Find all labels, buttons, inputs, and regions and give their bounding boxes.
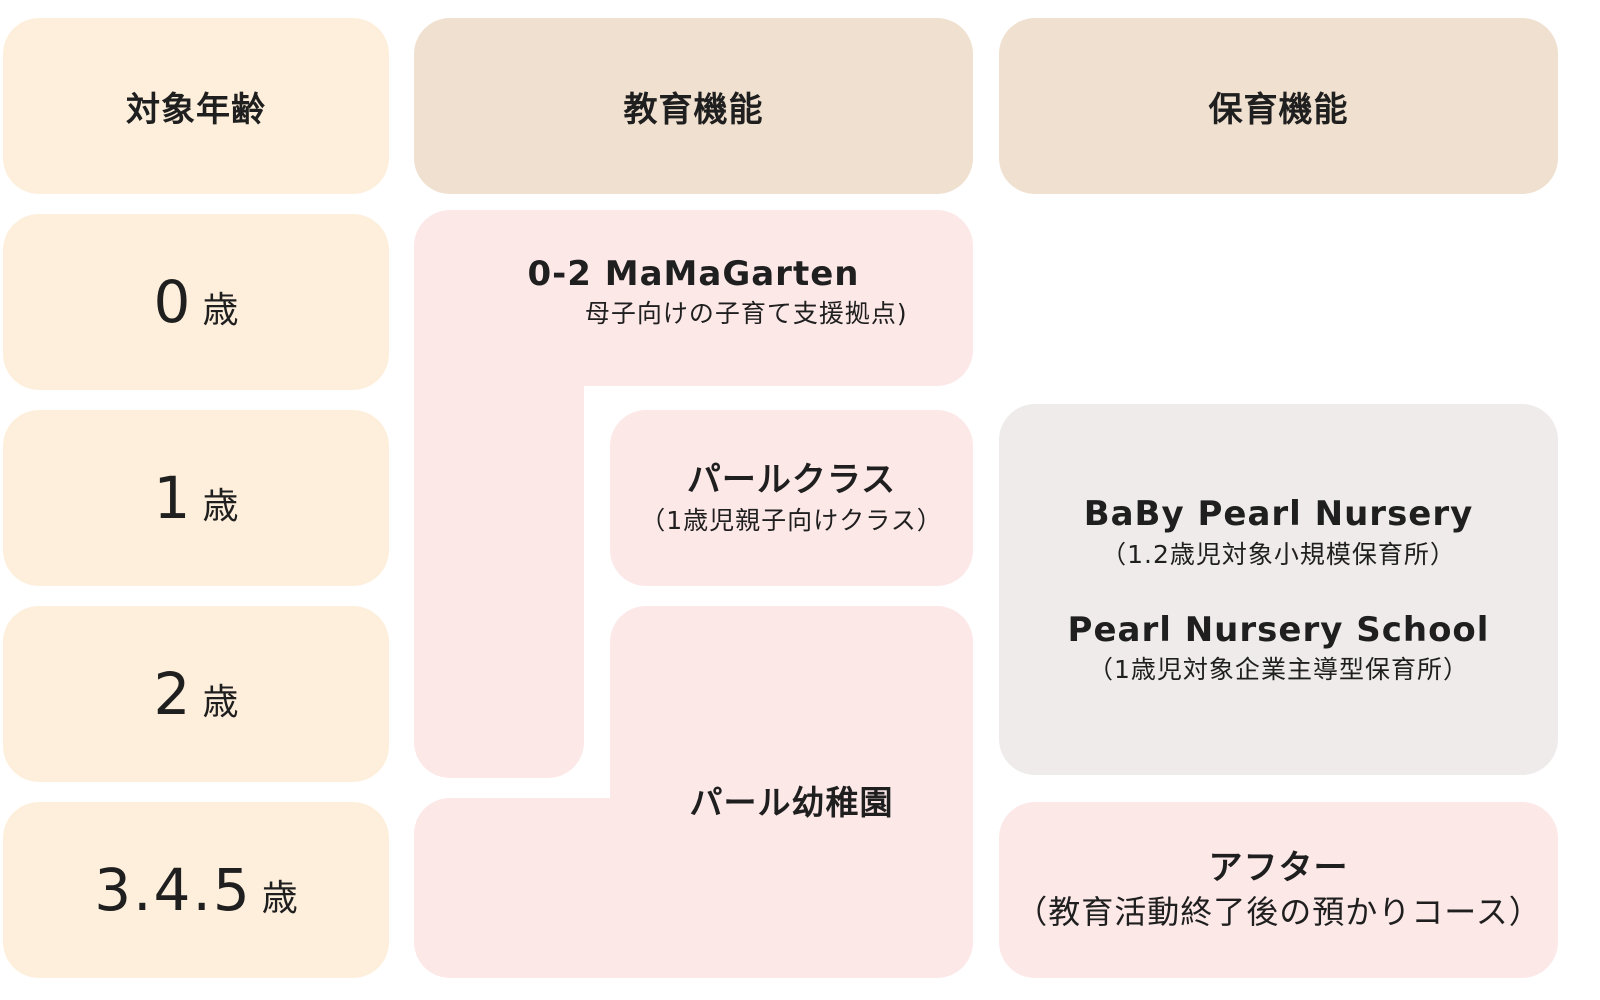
- after-course-block: アフター （教育活動終了後の預かりコース）: [999, 802, 1558, 978]
- age-number: 1: [153, 464, 193, 532]
- pearl-nursery-school-subtitle: （1歳児対象企業主導型保育所）: [1088, 654, 1469, 684]
- age-unit: 歳: [202, 486, 239, 527]
- age-row-345: 3.4.5 歳: [3, 802, 389, 978]
- nurseries-block: BaBy Pearl Nursery （1.2歳児対象小規模保育所） Pearl…: [999, 404, 1558, 775]
- after-course-subtitle: （教育活動終了後の預かりコース）: [1015, 892, 1542, 931]
- header-education-function: 教育機能: [414, 18, 973, 194]
- age-row-2: 2 歳: [3, 606, 389, 782]
- pearl-kindergarten-title: パール幼稚園: [689, 783, 894, 822]
- age-number: 0: [153, 268, 193, 336]
- age-value: 2 歳: [154, 660, 239, 728]
- age-row-0: 0 歳: [3, 214, 389, 390]
- header-childcare-function: 保育機能: [999, 18, 1558, 194]
- age-unit: 歳: [261, 878, 298, 919]
- age-unit: 歳: [202, 290, 239, 331]
- age-value: 1 歳: [154, 464, 239, 532]
- pearl-nursery-school-title: Pearl Nursery School: [1067, 609, 1490, 650]
- after-course-title: アフター: [1208, 847, 1349, 888]
- mamagarten-title: 0-2 MaMaGarten: [527, 254, 860, 294]
- age-value: 0 歳: [154, 268, 239, 336]
- age-row-1: 1 歳: [3, 410, 389, 586]
- age-value: 3.4.5 歳: [94, 856, 298, 924]
- mamagarten-stem: [414, 300, 584, 778]
- baby-pearl-nursery-subtitle: （1.2歳児対象小規模保育所）: [1101, 539, 1456, 569]
- pearl-class-title: パールクラス: [686, 460, 897, 501]
- header-target-age: 対象年齢: [3, 18, 389, 194]
- pearl-kindergarten-bottom: [414, 798, 714, 978]
- header-education-label: 教育機能: [623, 89, 764, 130]
- age-number: 2: [153, 660, 193, 728]
- header-target-age-label: 対象年齢: [126, 89, 266, 130]
- pearl-class-block: パールクラス （1歳児親子向けクラス）: [610, 410, 973, 586]
- header-childcare-label: 保育機能: [1208, 89, 1349, 130]
- age-unit: 歳: [202, 682, 239, 723]
- age-number: 3.4.5: [94, 856, 252, 924]
- baby-pearl-nursery-title: BaBy Pearl Nursery: [1083, 494, 1474, 535]
- pearl-class-subtitle: （1歳児親子向けクラス）: [640, 505, 943, 535]
